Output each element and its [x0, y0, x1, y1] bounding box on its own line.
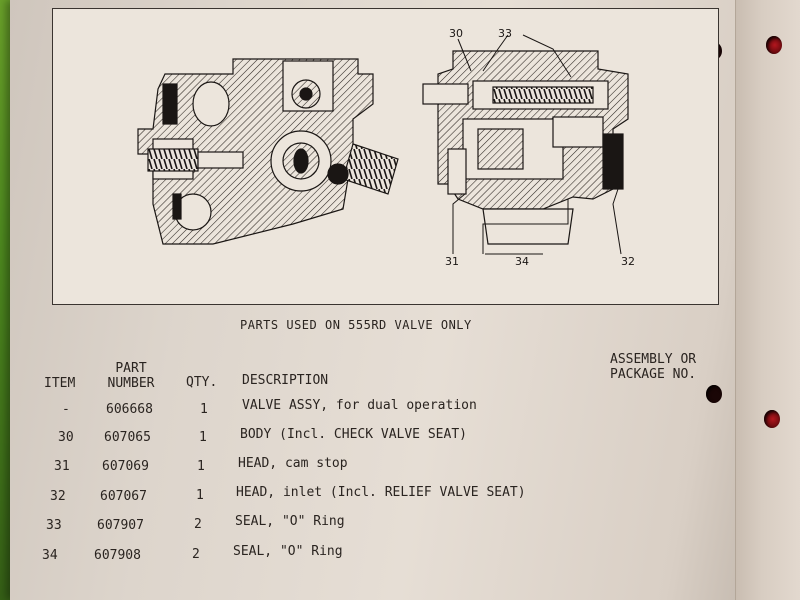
row-part-number: 607908	[94, 548, 141, 563]
col-header-assembly-line1: ASSEMBLY OR	[610, 352, 697, 367]
row-qty: 1	[200, 402, 208, 417]
binder-hole	[766, 36, 782, 54]
col-header-item: ITEM	[44, 376, 76, 391]
callout-33: 33	[498, 27, 512, 40]
row-item: 31	[54, 459, 70, 474]
row-item: 34	[42, 548, 58, 563]
col-header-part-number: PART NUMBER	[96, 361, 166, 391]
row-description: VALVE ASSY, for dual operation	[242, 398, 477, 413]
row-qty: 1	[196, 488, 204, 503]
row-item: 30	[58, 430, 74, 445]
col-header-assembly: ASSEMBLY OR PACKAGE NO.	[610, 352, 696, 382]
col-header-description: DESCRIPTION	[242, 373, 329, 388]
row-part-number: 606668	[106, 402, 153, 417]
row-qty: 2	[194, 517, 202, 532]
row-description: HEAD, cam stop	[238, 456, 348, 471]
callout-34: 34	[515, 255, 529, 268]
row-qty: 1	[197, 459, 205, 474]
col-header-part-line2: NUMBER	[107, 376, 155, 391]
punch-hole	[706, 385, 722, 403]
row-item: -	[62, 402, 70, 417]
row-part-number: 607069	[102, 459, 149, 474]
row-description: SEAL, "O" Ring	[235, 514, 345, 529]
col-header-part-line1: PART	[115, 361, 147, 376]
row-item: 33	[46, 518, 62, 533]
row-description: BODY (Incl. CHECK VALVE SEAT)	[240, 427, 467, 442]
figure-caption: PARTS USED ON 555RD VALVE ONLY	[240, 318, 472, 332]
row-qty: 2	[192, 547, 200, 562]
col-header-qty: QTY.	[186, 375, 218, 390]
right-section-view	[422, 50, 629, 245]
callout-32: 32	[621, 255, 635, 268]
valve-drawing	[137, 34, 629, 255]
row-item: 32	[50, 489, 66, 504]
row-part-number: 607907	[97, 518, 144, 533]
page-fold-edge	[735, 0, 800, 600]
row-qty: 1	[199, 430, 207, 445]
row-part-number: 607065	[104, 430, 151, 445]
valve-cross-section-figure: 30 33 31 34 32	[52, 8, 719, 305]
callout-31: 31	[445, 255, 459, 268]
col-header-assembly-line2: PACKAGE NO.	[610, 367, 697, 382]
left-section-view	[137, 58, 399, 245]
row-part-number: 607067	[100, 489, 147, 504]
binder-hole	[764, 410, 780, 428]
callout-30: 30	[449, 27, 463, 40]
row-description: HEAD, inlet (Incl. RELIEF VALVE SEAT)	[236, 485, 526, 500]
row-description: SEAL, "O" Ring	[233, 544, 343, 559]
